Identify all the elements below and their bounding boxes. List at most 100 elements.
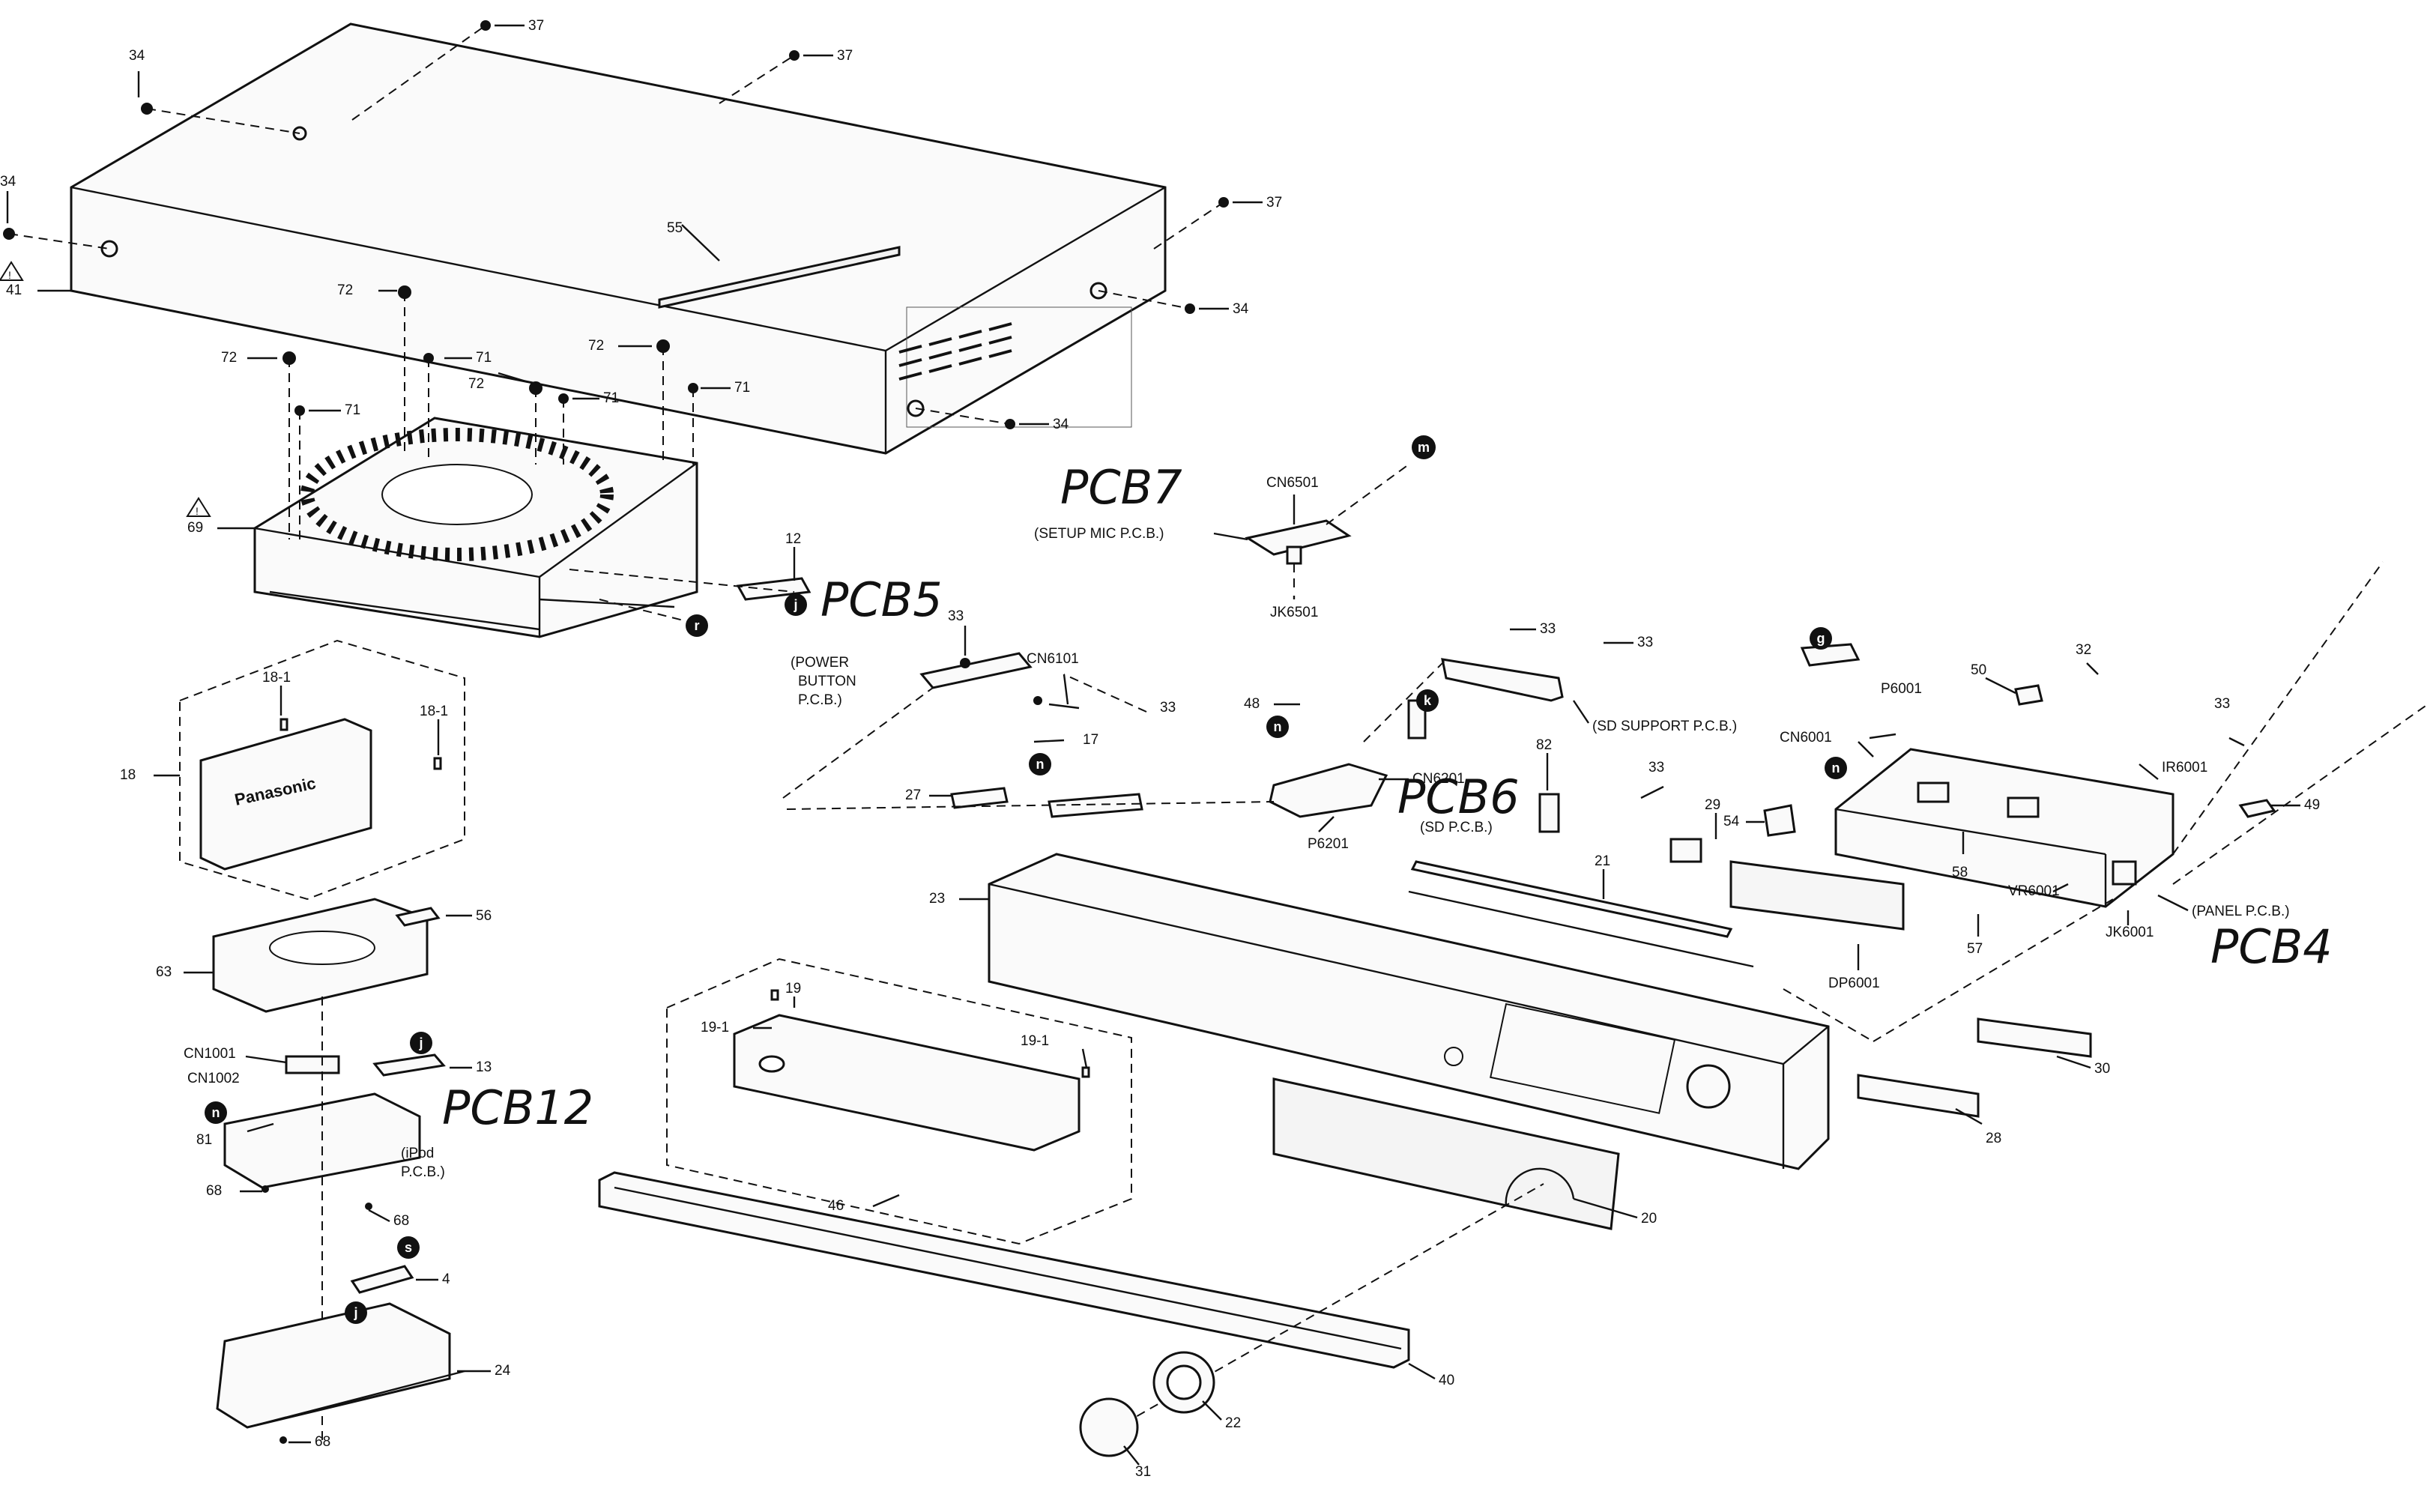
callout-40: 40 — [1439, 1373, 1454, 1388]
handwritten-labels: PCB7 PCB5 PCB6 PCB4 PCB12 — [442, 460, 2333, 1135]
callout-37: 37 — [837, 48, 853, 64]
callout-4: 4 — [442, 1271, 450, 1287]
callout-cn6201: CN6201 — [1412, 771, 1465, 787]
svg-text:s: s — [405, 1240, 412, 1255]
bracket-28 — [1857, 1074, 1980, 1118]
callout-27: 27 — [905, 787, 921, 803]
callout-sd-pcb: (SD P.C.B.) — [1420, 820, 1493, 835]
callout-cn1002: CN1002 — [187, 1071, 240, 1086]
callout-cn6101: CN6101 — [1027, 651, 1079, 667]
drive-screws — [282, 285, 698, 539]
badge-n-power: n — [1029, 753, 1051, 775]
frame-strip-21 — [1410, 793, 1796, 938]
callout-19-1: 19-1 — [1021, 1033, 1049, 1049]
callout-22: 22 — [1225, 1415, 1241, 1431]
callout-ipod-pcb: P.C.B.) — [401, 1164, 445, 1180]
callout-69: 69 — [187, 520, 203, 536]
callout-32: 32 — [2076, 642, 2091, 658]
trim-strip-40 — [598, 1171, 1410, 1369]
callout-72: 72 — [588, 338, 604, 354]
bracket-30 — [1977, 1017, 2092, 1058]
callout-54: 54 — [1723, 814, 1740, 829]
pcb12-label: PCB12 — [442, 1080, 593, 1135]
callout-34: 34 — [1233, 301, 1249, 317]
callout-50: 50 — [1971, 662, 1986, 678]
warning-icon: ! — [0, 261, 24, 281]
callout-71: 71 — [603, 390, 619, 406]
svg-text:j: j — [793, 597, 797, 612]
svg-text:n: n — [1832, 760, 1840, 775]
badge-j-bottom: j — [345, 1301, 367, 1324]
callout-vr6001: VR6001 — [2008, 883, 2060, 899]
callout-46: 46 — [828, 1198, 844, 1214]
callout-33: 33 — [1160, 700, 1176, 716]
callout-21: 21 — [1595, 853, 1610, 869]
callout-81: 81 — [196, 1132, 212, 1148]
svg-text:j: j — [418, 1035, 423, 1050]
callout-power-pcb: P.C.B.) — [798, 692, 842, 708]
badge-n-ipod: n — [205, 1101, 227, 1124]
callout-13: 13 — [476, 1059, 492, 1075]
callout-68: 68 — [206, 1183, 222, 1199]
callout-37: 37 — [1266, 195, 1282, 211]
sd-pcb — [786, 658, 1564, 818]
callout-p6201: P6201 — [1308, 836, 1349, 852]
callout-82: 82 — [1536, 737, 1552, 753]
callout-ipod: (iPod — [401, 1146, 434, 1161]
ipod-dock-assembly: Panasonic — [179, 639, 465, 1446]
svg-text:n: n — [212, 1105, 220, 1120]
badge-g: g — [1810, 627, 1832, 650]
panel-pcb — [1729, 561, 2429, 1042]
callout-24: 24 — [495, 1363, 511, 1379]
callout-57: 57 — [1967, 941, 1983, 957]
callout-23: 23 — [929, 891, 945, 907]
callout-28: 28 — [1986, 1131, 2001, 1146]
svg-text:n: n — [1274, 719, 1282, 734]
leader-lines — [6, 24, 2300, 1466]
pcb5-label: PCB5 — [820, 572, 943, 627]
callout-p6001: P6001 — [1881, 681, 1922, 697]
callout-setup-mic-pcb: (SETUP MIC P.C.B.) — [1034, 526, 1164, 542]
callout-34: 34 — [1053, 417, 1069, 432]
badge-j-top: j — [785, 593, 807, 616]
callout-cn6001: CN6001 — [1780, 730, 1832, 746]
badge-m-top: m — [1412, 435, 1436, 459]
warning-icon: ! — [186, 497, 211, 517]
callout-33: 33 — [948, 608, 964, 624]
callout-48: 48 — [1244, 696, 1260, 712]
callout-ir6001: IR6001 — [2162, 760, 2207, 775]
callout-58: 58 — [1952, 865, 1968, 880]
badge-n-sd: n — [1266, 716, 1289, 738]
callout-33: 33 — [1648, 760, 1664, 775]
callout-panel-pcb: (PANEL P.C.B.) — [2192, 904, 2290, 919]
callout-cn1001: CN1001 — [184, 1046, 236, 1062]
callout-72: 72 — [337, 282, 353, 298]
volume-knob — [1079, 1183, 1544, 1457]
badge-r: r — [686, 614, 708, 637]
svg-text:m: m — [1418, 440, 1430, 455]
pcb7-label: PCB7 — [1060, 460, 1182, 515]
callout-68: 68 — [315, 1434, 330, 1450]
callout-jk6501: JK6501 — [1270, 605, 1318, 620]
callout-72: 72 — [468, 376, 484, 392]
front-frame — [988, 853, 1830, 1230]
callout-jk6001: JK6001 — [2106, 925, 2154, 940]
callout-71: 71 — [734, 380, 750, 396]
callout-49: 49 — [2304, 797, 2320, 813]
callout-71: 71 — [345, 402, 360, 418]
callout-18-1: 18-1 — [262, 670, 291, 686]
callout-41: 41 — [6, 282, 22, 298]
callout-33: 33 — [1540, 621, 1556, 637]
callout-33: 33 — [1637, 635, 1653, 650]
callout-31: 31 — [1135, 1464, 1151, 1480]
badge-n-panel: n — [1825, 757, 1847, 779]
power-button-pcb — [782, 652, 1147, 818]
callout-71: 71 — [476, 350, 492, 366]
callout-cn6501: CN6501 — [1266, 475, 1319, 491]
cover-screws — [3, 20, 1229, 429]
badge-k: k — [1416, 689, 1439, 712]
callout-63: 63 — [156, 964, 172, 980]
svg-text:r: r — [694, 618, 699, 633]
callout-12: 12 — [785, 531, 801, 547]
